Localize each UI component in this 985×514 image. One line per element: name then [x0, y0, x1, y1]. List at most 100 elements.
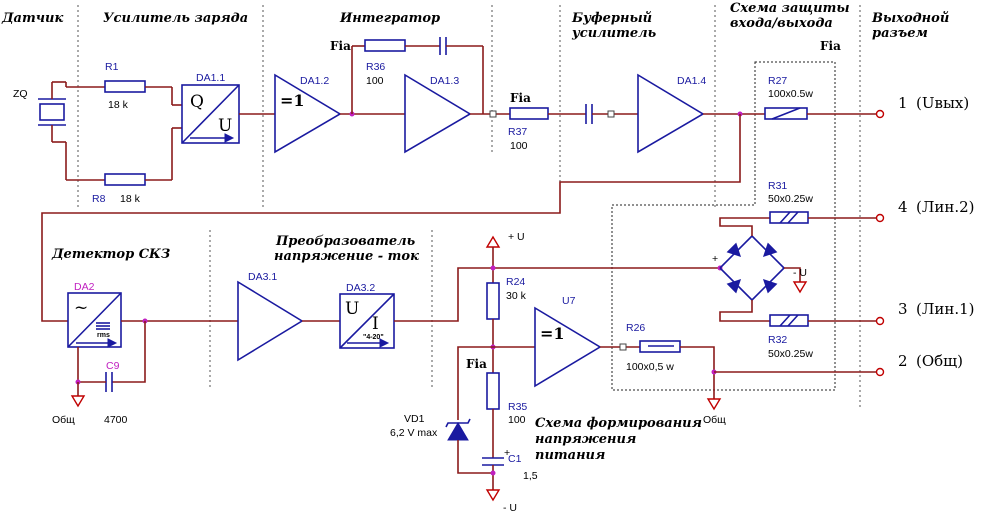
- u7-label: U7: [562, 295, 576, 307]
- pin-3-label: (Лин.1): [916, 300, 975, 318]
- resistor-r8: [104, 173, 146, 186]
- vd1-label: VD1: [404, 413, 425, 425]
- terminal-2: [875, 367, 885, 377]
- r31-label: R31: [768, 180, 787, 192]
- resistor-r35: [486, 372, 500, 410]
- diode-bridge: [719, 235, 785, 301]
- section-charge-amp: Усилитель заряда: [103, 11, 248, 26]
- pin-2-number: 2: [898, 352, 908, 370]
- pin-4-label: (Лин.2): [916, 198, 975, 216]
- pin-3-number: 3: [898, 300, 908, 318]
- section-protection-line2: входа/выхода: [730, 16, 833, 31]
- fia-mark-integrator: Fia: [330, 39, 351, 53]
- plus-u-label: + U: [508, 231, 525, 243]
- amplifier-da3-1: [237, 280, 304, 362]
- r37-value: 100: [510, 140, 528, 152]
- fia-mark-power: Fia: [466, 357, 487, 371]
- minus-u-label: - U: [503, 502, 517, 514]
- section-power-line1: Схема формирования: [535, 416, 702, 431]
- crystal-zq: [38, 82, 66, 142]
- r37-label: R37: [508, 126, 527, 138]
- r1-label: R1: [105, 61, 119, 73]
- da2-symbol: ~: [74, 298, 88, 318]
- c1-plus: +: [504, 447, 510, 459]
- da3-2-range: "4-20": [363, 334, 384, 341]
- bridge-plus: +: [712, 253, 718, 265]
- fia-mark-protection: Fia: [820, 39, 841, 53]
- section-detector: Детектор СКЗ: [51, 247, 170, 262]
- zq-label: ZQ: [13, 88, 28, 100]
- resistor-r37: [509, 107, 549, 120]
- u7-symbol: =1: [540, 324, 565, 343]
- r24-value: 30 k: [506, 290, 527, 302]
- r26-label: R26: [626, 322, 645, 334]
- r35-value: 100: [508, 414, 526, 426]
- resistor-r1: [104, 80, 146, 93]
- ground-protection: [706, 398, 722, 411]
- pin-2: 2 (Общ): [898, 352, 963, 370]
- r32-value: 50x0.25w: [768, 348, 813, 360]
- plus-u-rail-arrow: [485, 235, 501, 248]
- da2-label: DA2: [74, 281, 95, 293]
- c9-label: C9: [106, 360, 120, 372]
- section-sensor: Датчик: [1, 11, 63, 26]
- pin-1: 1 (Uвых): [898, 94, 969, 112]
- terminal-1: [875, 109, 885, 119]
- r36-label: R36: [366, 61, 385, 73]
- c1-value: 1,5: [523, 470, 538, 482]
- r31-value: 50x0.25w: [768, 193, 813, 205]
- ground-detector: [70, 395, 86, 408]
- pin-1-number: 1: [898, 94, 908, 112]
- da1-4-label: DA1.4: [677, 75, 706, 87]
- da1-1-input-symbol: Q: [190, 92, 204, 112]
- section-power-line2: напряжения: [535, 432, 636, 447]
- r36-value: 100: [366, 75, 384, 87]
- fia-mark-buffer: Fia: [510, 91, 531, 105]
- r27-value: 100x0.5w: [768, 88, 813, 100]
- gnd-detector-label: Общ: [52, 414, 75, 426]
- gnd-protection-label: Общ: [703, 414, 726, 426]
- section-buffer-line2: усилитель: [571, 26, 657, 41]
- r8-label: R8: [92, 193, 106, 205]
- bridge-minus-u-arrow: [792, 281, 808, 294]
- r1-value: 18 k: [108, 99, 129, 111]
- pin-1-label: (Uвых): [916, 94, 969, 112]
- c9-value: 4700: [104, 414, 128, 426]
- r8-value: 18 k: [120, 193, 141, 205]
- buffer-da1-4: [637, 73, 705, 154]
- section-integrator: Интегратор: [339, 11, 440, 26]
- pin-4: 4 (Лин.2): [898, 198, 975, 216]
- pin-2-label: (Общ): [916, 352, 963, 370]
- minus-u-rail-arrow: [485, 489, 501, 502]
- section-converter-line1: Преобразователь: [275, 234, 416, 249]
- bridge-minus-u-label: - U: [793, 267, 807, 279]
- terminal-3: [875, 316, 885, 326]
- r27-label: R27: [768, 75, 787, 87]
- section-power-line3: питания: [535, 448, 605, 463]
- rms-detector-da2: [67, 292, 122, 348]
- da3-2-label: DA3.2: [346, 282, 375, 294]
- buffer-da1-2: [274, 73, 342, 154]
- section-buffer-line1: Буферный: [571, 11, 652, 26]
- da1-1-label: DA1.1: [196, 72, 225, 84]
- c1-label: C1: [508, 453, 522, 465]
- section-connector-line2: разъем: [872, 26, 928, 41]
- terminal-4: [875, 213, 885, 223]
- da1-1-output-symbol: U: [218, 116, 232, 136]
- section-connector-line1: Выходной: [871, 11, 949, 26]
- protection-boundary: [611, 61, 836, 391]
- da3-2-input-symbol: U: [345, 299, 359, 319]
- r26-value: 100x0,5 w: [626, 361, 674, 373]
- section-converter-line2: напряжение - ток: [274, 249, 419, 264]
- pin-3: 3 (Лин.1): [898, 300, 975, 318]
- da3-1-label: DA3.1: [248, 271, 277, 283]
- da1-2-symbol: =1: [280, 91, 305, 110]
- resistor-r24: [486, 282, 500, 320]
- integrator-da1-3: [404, 73, 472, 154]
- section-protection-line1: Схема защиты: [730, 1, 850, 16]
- da2-rms: rms: [97, 332, 110, 339]
- da3-2-output-symbol: I: [372, 314, 379, 334]
- pin-4-number: 4: [898, 198, 908, 216]
- r32-label: R32: [768, 334, 787, 346]
